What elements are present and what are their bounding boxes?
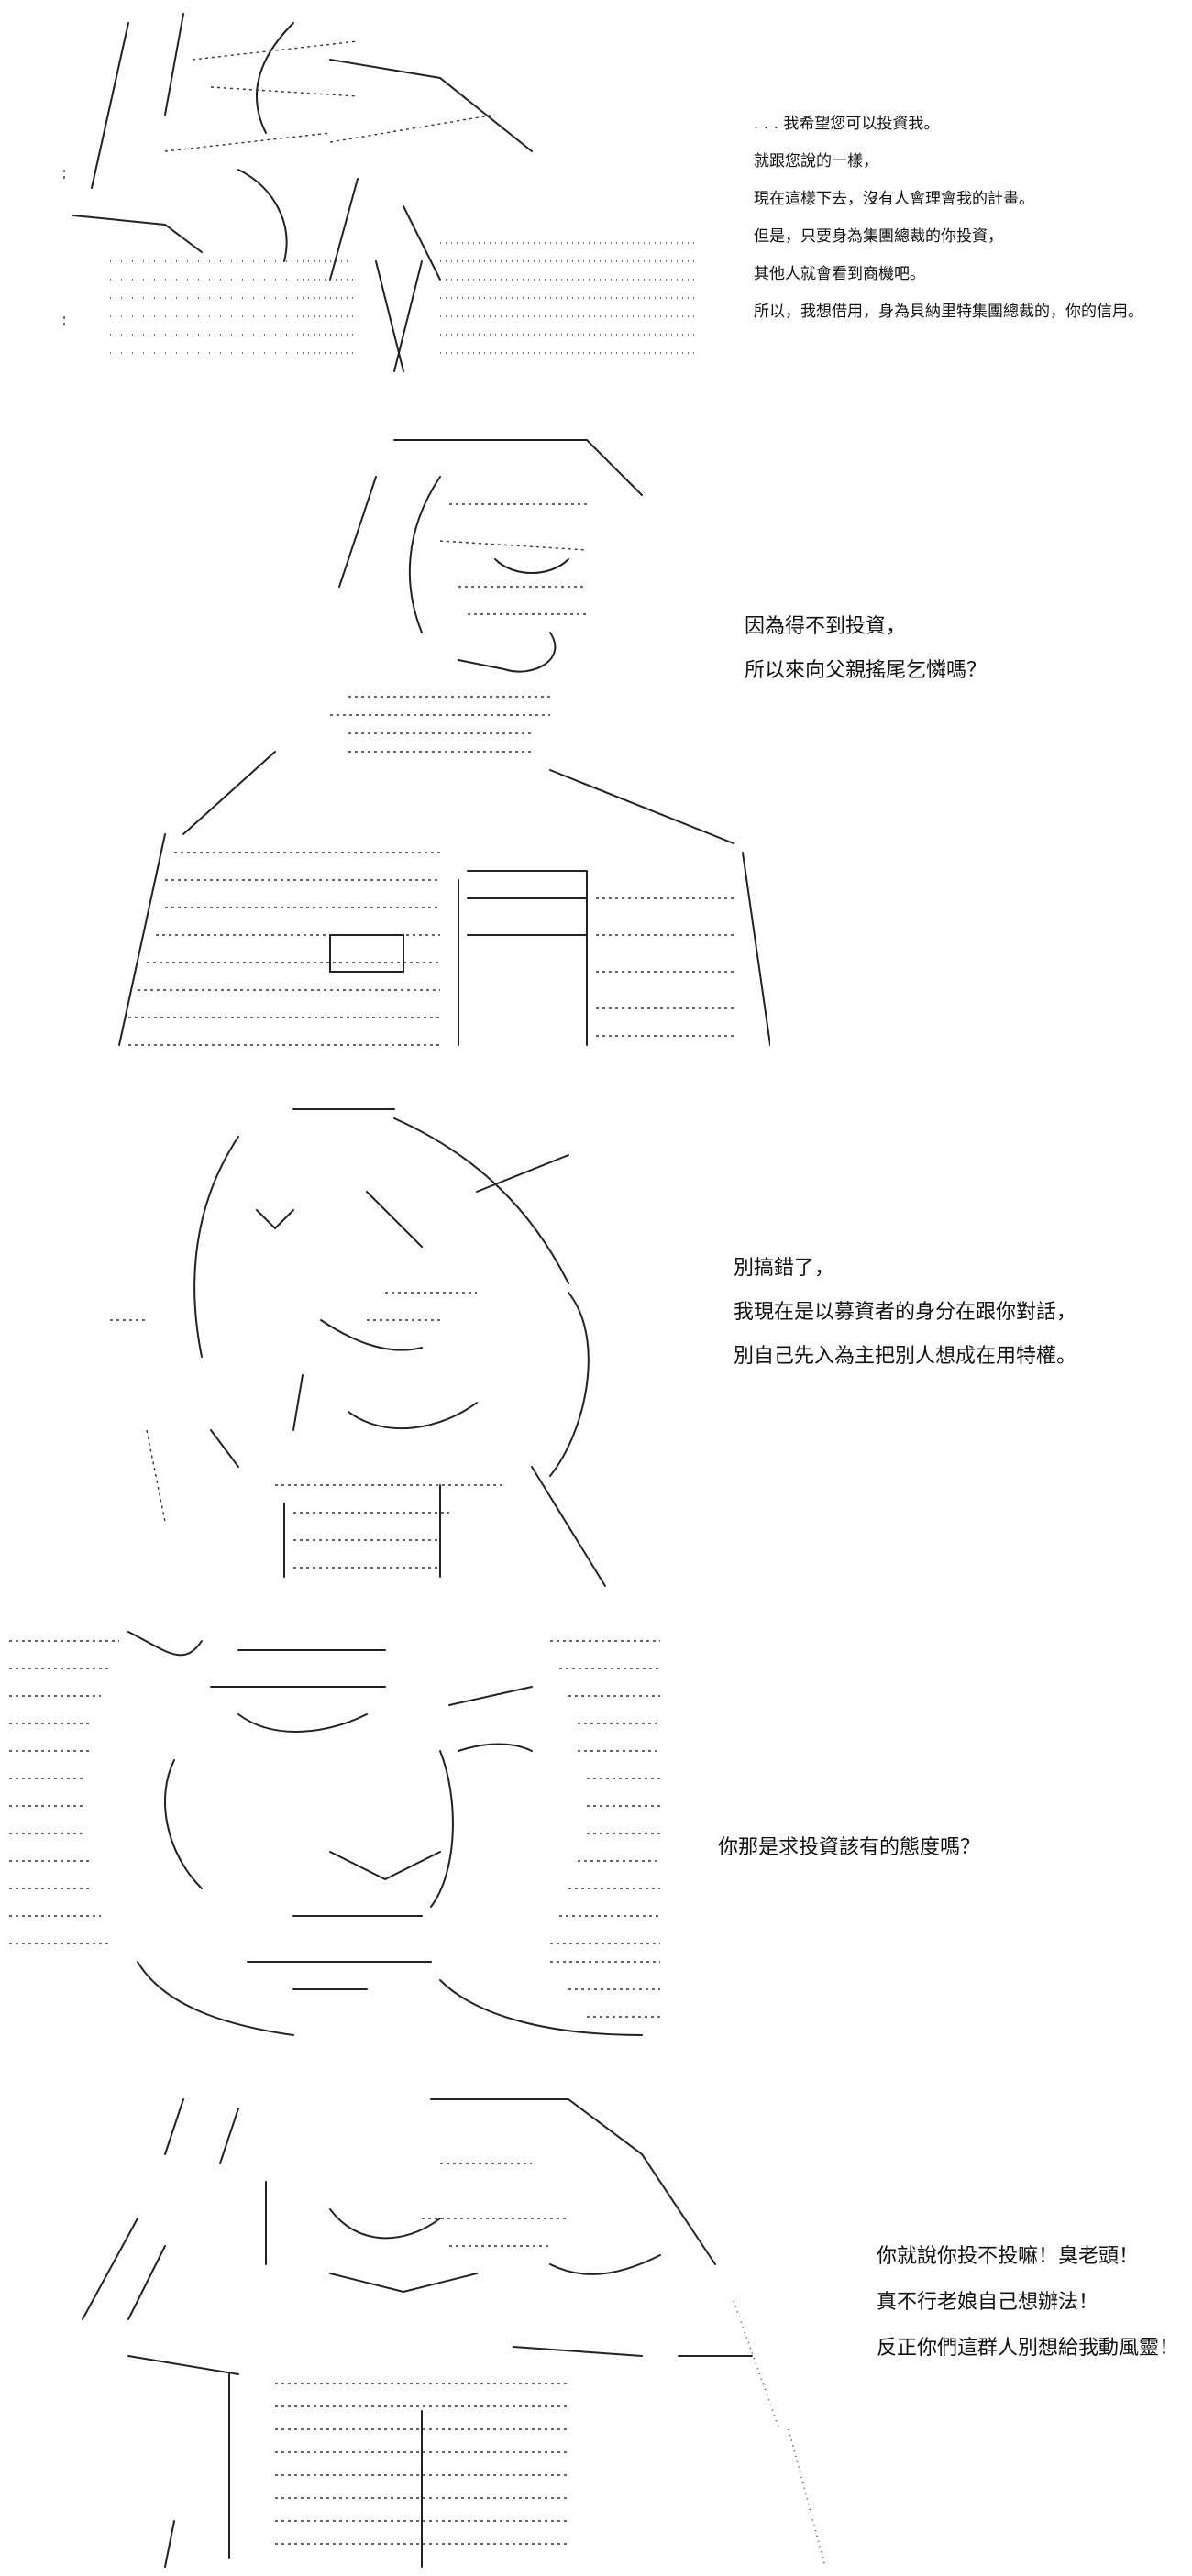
dialogue-line: 別自己先入為主把別人想成在用特權。	[734, 1345, 1077, 1368]
dialogue-line: 所以來向父親搖尾乞憐嗎？	[745, 659, 988, 682]
dialogue-line: 我現在是以募資者的身分在跟你對話，	[734, 1301, 1077, 1324]
dialogue-line: 別搞錯了，	[734, 1257, 835, 1280]
dialogue-line: 真不行老娘自己想辦法！	[877, 2291, 1099, 2314]
panel-3: 別搞錯了， 我現在是以募資者的身分在跟你對話， 別自己先入為主把別人想成在用特權…	[0, 1082, 1192, 1595]
panel-1: . . . 我希望您可以投資我。 就跟您說的一樣， 現在這樣下去，沒有人會理會我…	[0, 0, 1192, 385]
dialogue-line: 你那是求投資該有的態度嗎？	[718, 1836, 981, 1859]
dialogue-line: 你就說你投不投嘛！臭老頭！	[877, 2245, 1140, 2268]
dialogue-line: 現在這樣下去，沒有人會理會我的計畫。	[754, 190, 1034, 208]
panel-5: 你就說你投不投嘛！臭老頭！ 真不行老娘自己想辦法！ 反正你們這群人別想給我動風靈…	[0, 2081, 1192, 2576]
dialogue-5: 你就說你投不投嘛！臭老頭！ 真不行老娘自己想辦法！ 反正你們這群人別想給我動風靈…	[877, 2234, 1179, 2372]
dialogue-line: 反正你們這群人別想給我動風靈！	[877, 2337, 1180, 2360]
ascii-art-girl-angry	[92, 1082, 660, 1595]
dialogue-line: 所以，我想借用，身為貝納里特集團總裁的，你的信用。	[754, 303, 1143, 321]
panel-4: 你那是求投資該有的態度嗎？	[0, 1613, 1192, 2053]
dialogue-3: 別搞錯了， 我現在是以募資者的身分在跟你對話， 別自己先入為主把別人想成在用特權…	[734, 1247, 1076, 1379]
panel-2: 因為得不到投資， 所以來向父親搖尾乞憐嗎？	[0, 422, 1192, 1054]
dialogue-4: 你那是求投資該有的態度嗎？	[718, 1826, 980, 1870]
ascii-art-girl-shouting	[55, 2081, 825, 2576]
ascii-art-suit-figure	[55, 5, 697, 380]
ascii-art-older-man	[73, 422, 770, 1054]
dialogue-line: 但是，只要身為集團總裁的你投資，	[754, 227, 1003, 246]
dialogue-line: 因為得不到投資，	[745, 615, 907, 638]
ascii-art-old-man-closeup	[0, 1613, 669, 2053]
dialogue-line: 就跟您說的一樣，	[754, 152, 878, 171]
dialogue-line: . . . 我希望您可以投資我。	[754, 115, 940, 133]
dialogue-line: 其他人就會看到商機吧。	[754, 265, 925, 283]
dialogue-2: 因為得不到投資， 所以來向父親搖尾乞憐嗎？	[745, 605, 987, 693]
dialogue-1: . . . 我希望您可以投資我。 就跟您說的一樣， 現在這樣下去，沒有人會理會我…	[754, 105, 1143, 331]
